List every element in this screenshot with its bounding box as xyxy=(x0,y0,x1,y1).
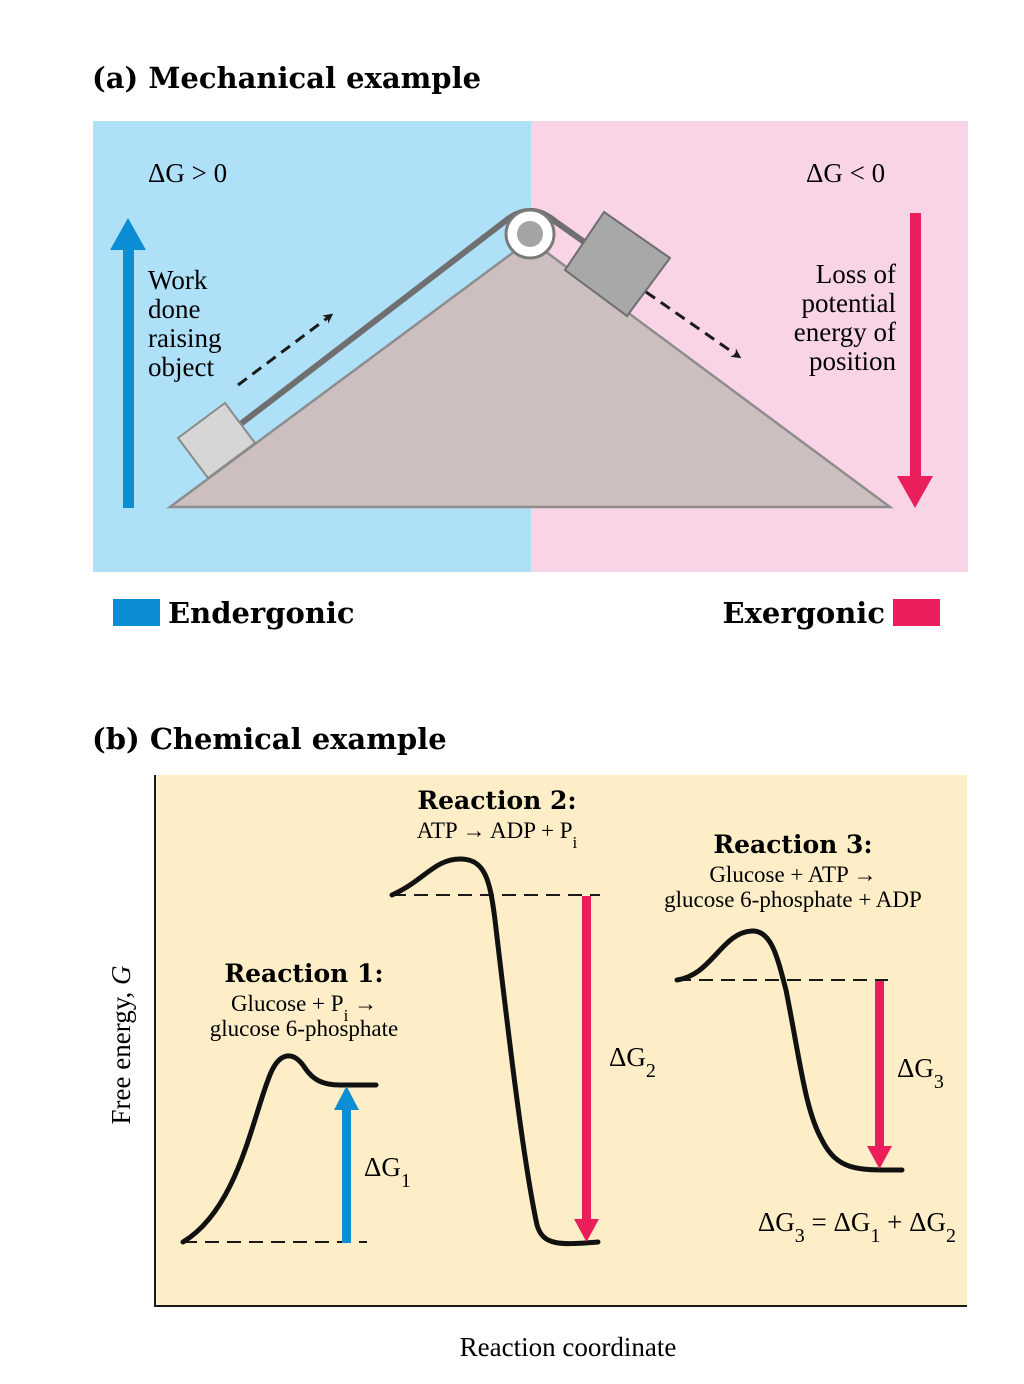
exergonic-legend-label: Exergonic xyxy=(722,596,885,630)
reaction-3-title: Reaction 3: xyxy=(713,830,872,859)
incline-triangle xyxy=(166,238,894,509)
lower-block xyxy=(176,401,257,480)
loss-of-energy-text: Loss of potential energy of position xyxy=(794,259,897,376)
reaction-2-curve xyxy=(389,856,601,1247)
delta-g2-label: ΔG2 xyxy=(609,1042,656,1082)
energy-plot-area xyxy=(155,775,967,1306)
delta-g-negative-label: ΔG < 0 xyxy=(806,158,885,188)
svg-text:Work: Work xyxy=(148,265,208,295)
exergonic-legend-swatch xyxy=(893,599,940,626)
y-axis-label: Free energy, G xyxy=(106,966,136,1125)
svg-text:energy of: energy of xyxy=(794,317,896,347)
delta-g-positive-label: ΔG > 0 xyxy=(148,158,227,188)
work-done-text: Work done raising object xyxy=(148,265,222,382)
reaction-1-curve xyxy=(180,1053,379,1245)
delta-g-sum-equation: ΔG3 = ΔG1 + ΔG2 xyxy=(758,1207,956,1247)
reaction-2-title: Reaction 2: xyxy=(417,786,576,815)
panel-b-title: (b) Chemical example xyxy=(92,722,447,756)
svg-text:done: done xyxy=(148,294,201,324)
upper-block xyxy=(563,210,672,318)
svg-text:object: object xyxy=(148,352,214,382)
reaction-1-equation-line1: Glucose + Pi → xyxy=(231,991,377,1025)
reaction-3-equation-line1: Glucose + ATP → xyxy=(709,862,876,887)
reaction-1-equation-line2: glucose 6-phosphate xyxy=(210,1016,398,1041)
svg-text:position: position xyxy=(809,346,897,376)
delta-g1-arrow xyxy=(334,1086,359,1243)
delta-g3-label: ΔG3 xyxy=(897,1053,944,1093)
reaction-2-equation: ATP → ADP + Pi xyxy=(417,818,578,852)
downward-motion-arrow xyxy=(645,290,742,359)
x-axis-label: Reaction coordinate xyxy=(460,1332,677,1362)
delta-g2-arrow xyxy=(574,896,599,1242)
endergonic-legend-label: Endergonic xyxy=(168,596,355,630)
upward-motion-arrow xyxy=(237,313,334,387)
exergonic-down-arrow xyxy=(897,213,933,508)
svg-text:potential: potential xyxy=(802,288,896,318)
reaction-3-curve xyxy=(674,928,905,1173)
panel-a-title: (a) Mechanical example xyxy=(92,61,481,95)
svg-text:Loss of: Loss of xyxy=(816,259,896,289)
endergonic-legend-swatch xyxy=(113,599,160,626)
endergonic-up-arrow xyxy=(110,218,146,508)
pulley xyxy=(504,208,556,260)
reaction-1-title: Reaction 1: xyxy=(224,959,383,988)
delta-g3-arrow xyxy=(867,981,892,1169)
reaction-3-equation-line2: glucose 6-phosphate + ADP xyxy=(664,887,922,912)
delta-g1-label: ΔG1 xyxy=(364,1152,411,1192)
svg-text:raising: raising xyxy=(148,323,222,353)
